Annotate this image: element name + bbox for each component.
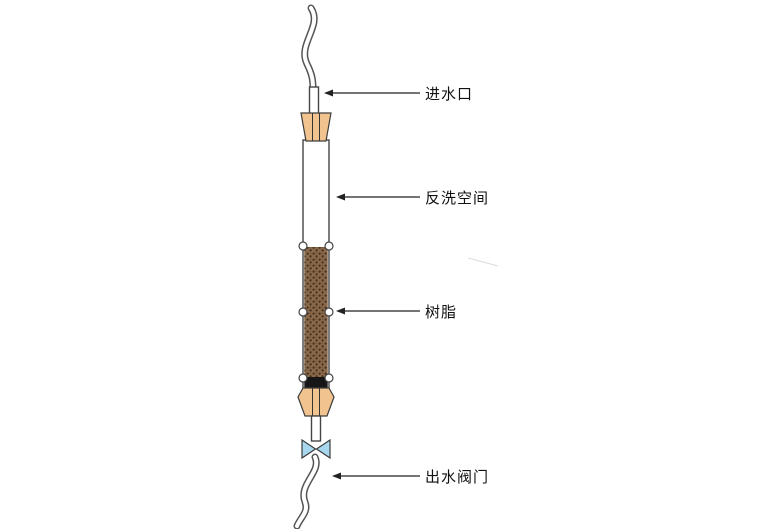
stray-mark (467, 257, 499, 267)
arrowhead-icon (332, 472, 341, 480)
port-connector (298, 307, 308, 317)
port-connectors (298, 241, 334, 383)
outlet-valve (301, 438, 331, 460)
port-connector (298, 373, 308, 383)
resin-label: 树脂 (425, 304, 457, 321)
resin-arrow (336, 307, 420, 315)
bottom-seal-band (304, 377, 328, 388)
arrowhead-icon (336, 193, 345, 201)
bottom-stopper (297, 387, 335, 417)
port-connector (298, 241, 308, 251)
outlet-valve-arrow (332, 472, 420, 480)
backwash-label: 反洗空间 (425, 190, 489, 207)
port-connector (324, 373, 334, 383)
inlet-port (308, 86, 320, 115)
inlet-label: 进水口 (425, 86, 473, 103)
inlet-tubing (301, 4, 318, 92)
arrowhead-icon (324, 89, 333, 97)
outlet-tubing (293, 453, 320, 529)
outlet-tube (310, 415, 322, 442)
port-connector (324, 241, 334, 251)
top-stopper (300, 112, 332, 142)
backwash-arrow (336, 193, 420, 201)
outlet-valve-label: 出水阀门 (425, 469, 489, 486)
inlet-arrow (324, 89, 420, 97)
resin-bed (304, 247, 328, 377)
port-connector (324, 307, 334, 317)
arrowhead-icon (336, 307, 345, 315)
